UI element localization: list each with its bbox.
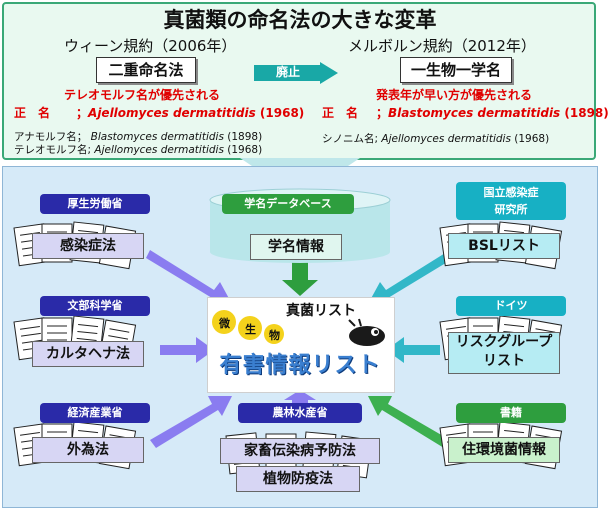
fungi-list-title: 真菌リスト [286,303,356,319]
law-cartagena: カルタヘナ法 [32,341,144,367]
law-bsl-list: BSLリスト [448,233,560,259]
agency-niid: 国立感染症 研究所 [456,182,566,220]
vienna-official-name: 正 名；Ajellomyces dermatitidis (1968) [14,106,305,120]
law-foreign-exchange: 外為法 [32,437,144,463]
melbourne-official-name: 正 名；Blastomyces dermatitidis (1898) [322,106,609,120]
microbe-circles [212,310,284,344]
arrow-right-top [368,250,454,306]
melbourne-synonym-name: シノニム名; Ajellomyces dermatitidis (1968) [322,133,550,145]
agency-maff: 農林水産省 [238,403,362,423]
law-indoor-fungi-info: 住環境菌情報 [448,437,560,463]
law-livestock-disease: 家畜伝染病予防法 [220,438,380,464]
arrow-left-top [146,250,232,306]
arrow-left-bottom [150,396,232,448]
law-plant-protection: 植物防疫法 [236,466,360,492]
arrow-database-down [282,262,318,296]
arrow-right-bottom [368,396,450,448]
vienna-box: 二重命名法 [96,57,196,83]
law-risk-group-list: リスクグループ リスト [448,332,560,374]
agency-mext: 文部科学省 [40,296,150,316]
vienna-heading: ウィーン規約（2006年） [64,37,237,55]
microbe-mascot-icon [348,318,385,346]
law-infectious-disease: 感染症法 [32,233,144,259]
melbourne-box: 一生物一学名 [400,57,512,83]
agency-books: 書籍 [456,403,566,423]
agency-meti: 経済産業省 [40,403,150,423]
melbourne-note: 発表年が早い方が優先される [376,88,533,102]
vienna-teleomorph-name: テレオモルフ名; Ajellomyces dermatitidis (1968) [14,144,263,156]
agency-mhlw: 厚生労働省 [40,194,150,214]
melbourne-heading: メルボルン規約（2012年） [348,37,536,55]
database-box: 学名情報 [250,234,342,260]
vienna-anamorph-name: アナモルフ名； Blastomyces dermatitidis (1898) [14,131,263,143]
abolish-label: 廃止 [275,65,300,79]
harmful-info-list-title: 有害情報リスト [219,353,381,378]
microbe-char-2: 生 [245,323,256,336]
abolish-arrow [254,62,338,84]
microbe-char-1: 微 [219,317,230,330]
microbe-char-3: 物 [269,329,280,342]
arrow-right-middle [386,337,440,363]
agency-germany: ドイツ [456,296,566,316]
main-title: 真菌類の命名法の大きな変革 [163,8,437,32]
database-title: 学名データベース [222,194,354,214]
vienna-note: テレオモルフ名が優先される [64,88,221,102]
arrow-left-middle [160,337,214,363]
